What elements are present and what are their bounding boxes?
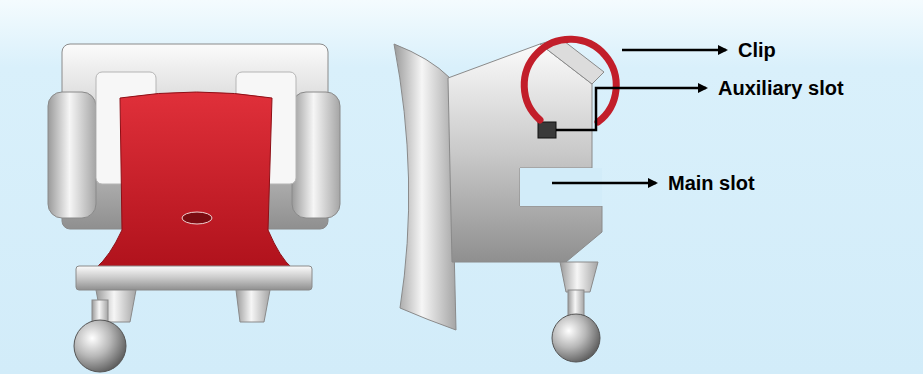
bracket-leg (236, 290, 270, 322)
leader-arrow (556, 88, 706, 130)
clip-ring (524, 39, 616, 122)
part-label: Auxiliary slot (718, 76, 844, 100)
ball-hook (74, 320, 126, 372)
curved-base (394, 44, 456, 330)
base-ledge (76, 266, 312, 290)
clip-hole (182, 212, 212, 224)
leader-arrow (552, 182, 656, 185)
ball-hook (552, 314, 600, 362)
leader-arrow (622, 49, 726, 52)
side-wing (48, 92, 96, 218)
auxiliary-slot (538, 122, 556, 138)
part-label: Main slot (668, 171, 755, 195)
clip-front (96, 92, 292, 268)
part-label: Clip (738, 38, 776, 62)
side-wing (292, 92, 340, 218)
bracket-side-view (394, 38, 616, 362)
main-slot (520, 168, 602, 206)
bracket-leg (560, 262, 598, 292)
bracket-front-view (48, 44, 340, 372)
